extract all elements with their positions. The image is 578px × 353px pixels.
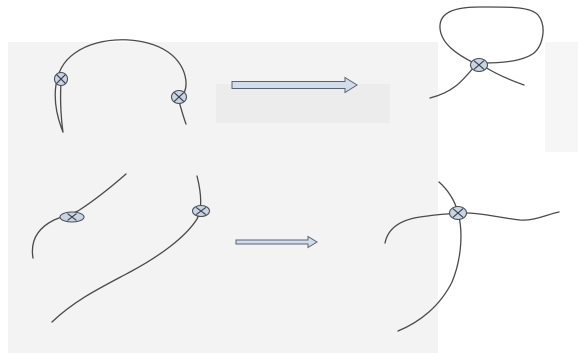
crossing-wire-lower — [397, 181, 462, 332]
junction-icon — [191, 204, 211, 218]
arch-left-tail — [59, 81, 64, 133]
bottom-right-after-diagram — [384, 181, 560, 332]
top-left-before-diagram — [53, 39, 188, 133]
right-edge-panel — [545, 42, 578, 152]
junction-icon — [53, 71, 69, 87]
bottom-left-before-diagram — [31, 173, 211, 323]
right-arrow-icon — [235, 235, 318, 249]
loop-right-tail — [484, 66, 525, 86]
right-arrow-icon — [231, 76, 358, 94]
top-right-after-diagram — [429, 6, 544, 99]
junction-icon — [59, 211, 85, 223]
junction-icon — [170, 89, 188, 105]
loop-curve — [439, 6, 544, 64]
junction-icon — [469, 57, 489, 73]
arrow-highlight-panel — [216, 84, 390, 123]
loop-left-tail — [429, 66, 475, 99]
background-panels — [8, 42, 578, 353]
junction-icon — [448, 205, 468, 221]
bottom-transform-arrow — [235, 235, 318, 249]
top-transform-arrow — [231, 76, 358, 94]
